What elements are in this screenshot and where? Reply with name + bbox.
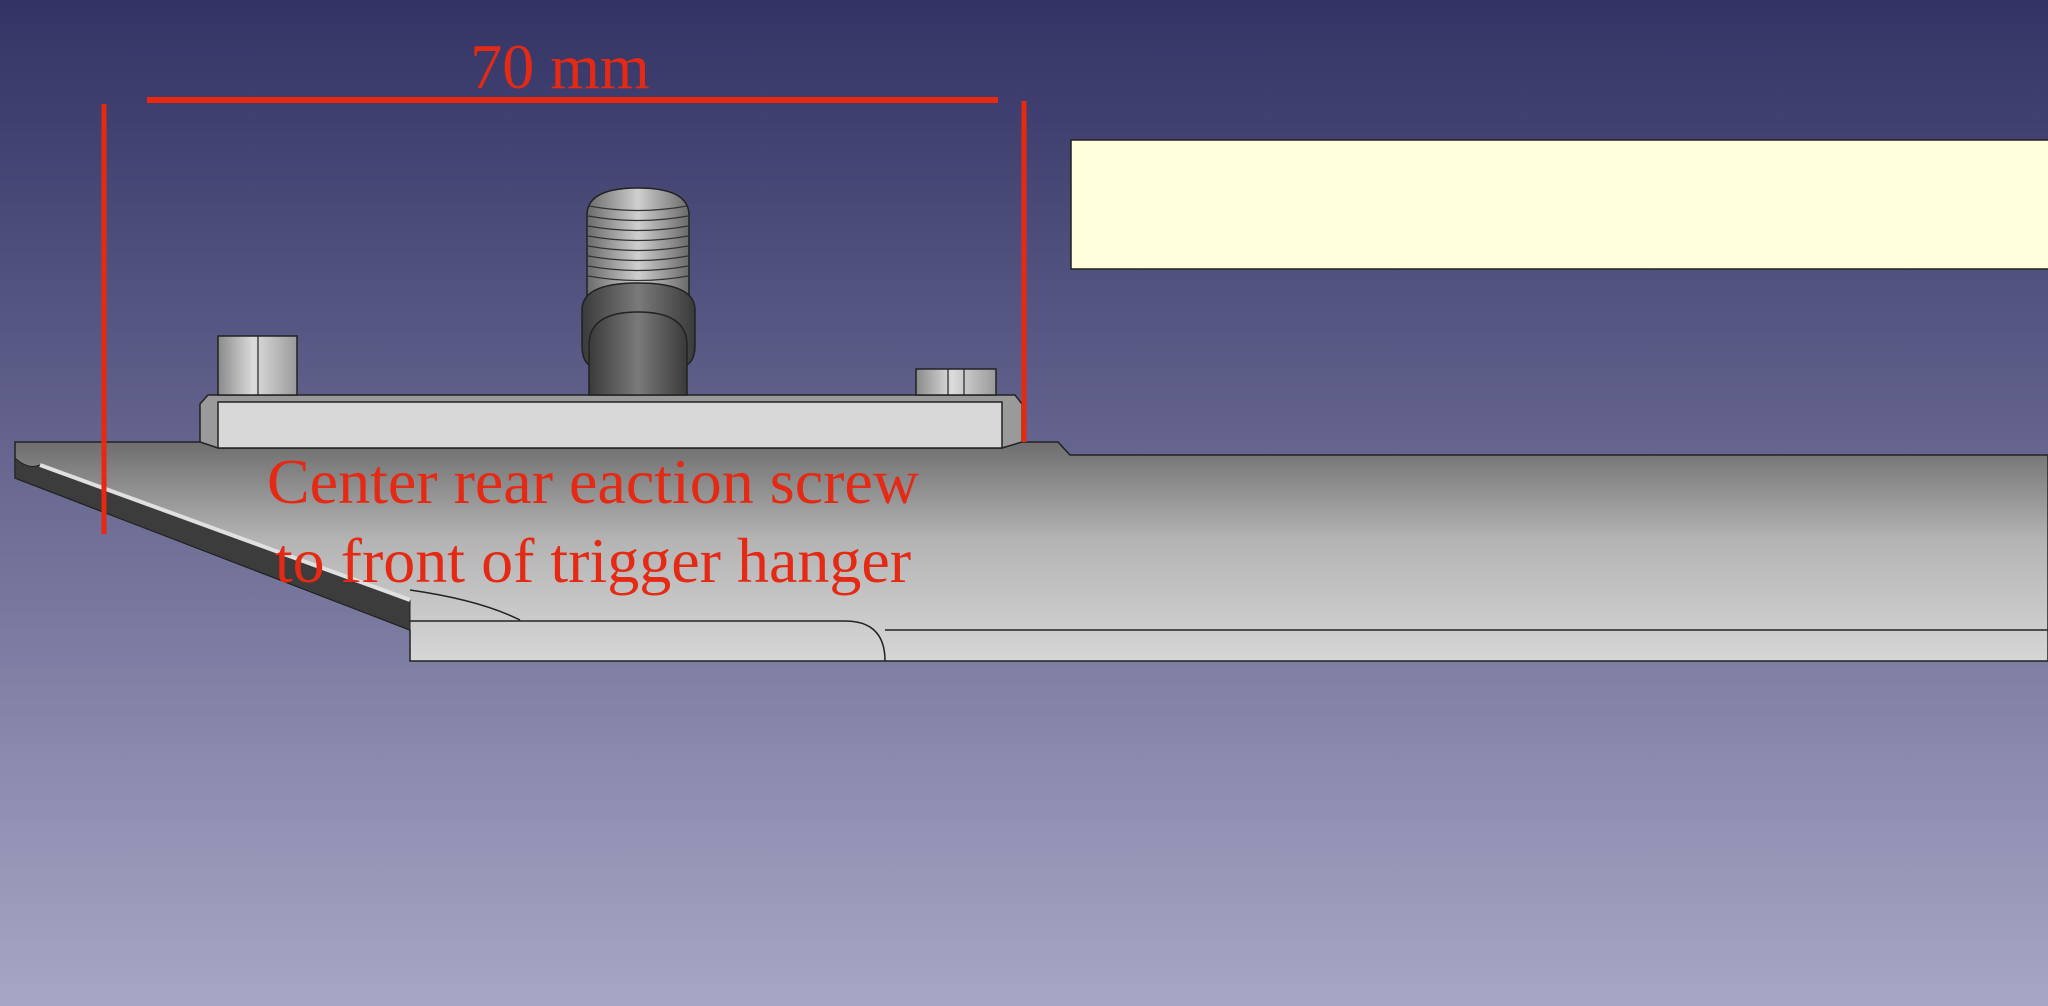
- dimension-label: 70 mm: [470, 31, 650, 102]
- note-annotation: Center rear eaction screw to front of tr…: [267, 446, 919, 596]
- receiver-body: [14, 441, 2048, 662]
- note-line-2: to front of trigger hanger: [275, 525, 911, 596]
- note-line-1: Center rear eaction screw: [267, 446, 919, 517]
- info-box: [1070, 139, 2048, 270]
- dimension-annotation: 70 mm: [101, 31, 1027, 534]
- rear-pin: [217, 335, 298, 396]
- mounting-plate: [199, 394, 1023, 449]
- front-pin: [915, 368, 997, 396]
- action-screw: [581, 187, 696, 396]
